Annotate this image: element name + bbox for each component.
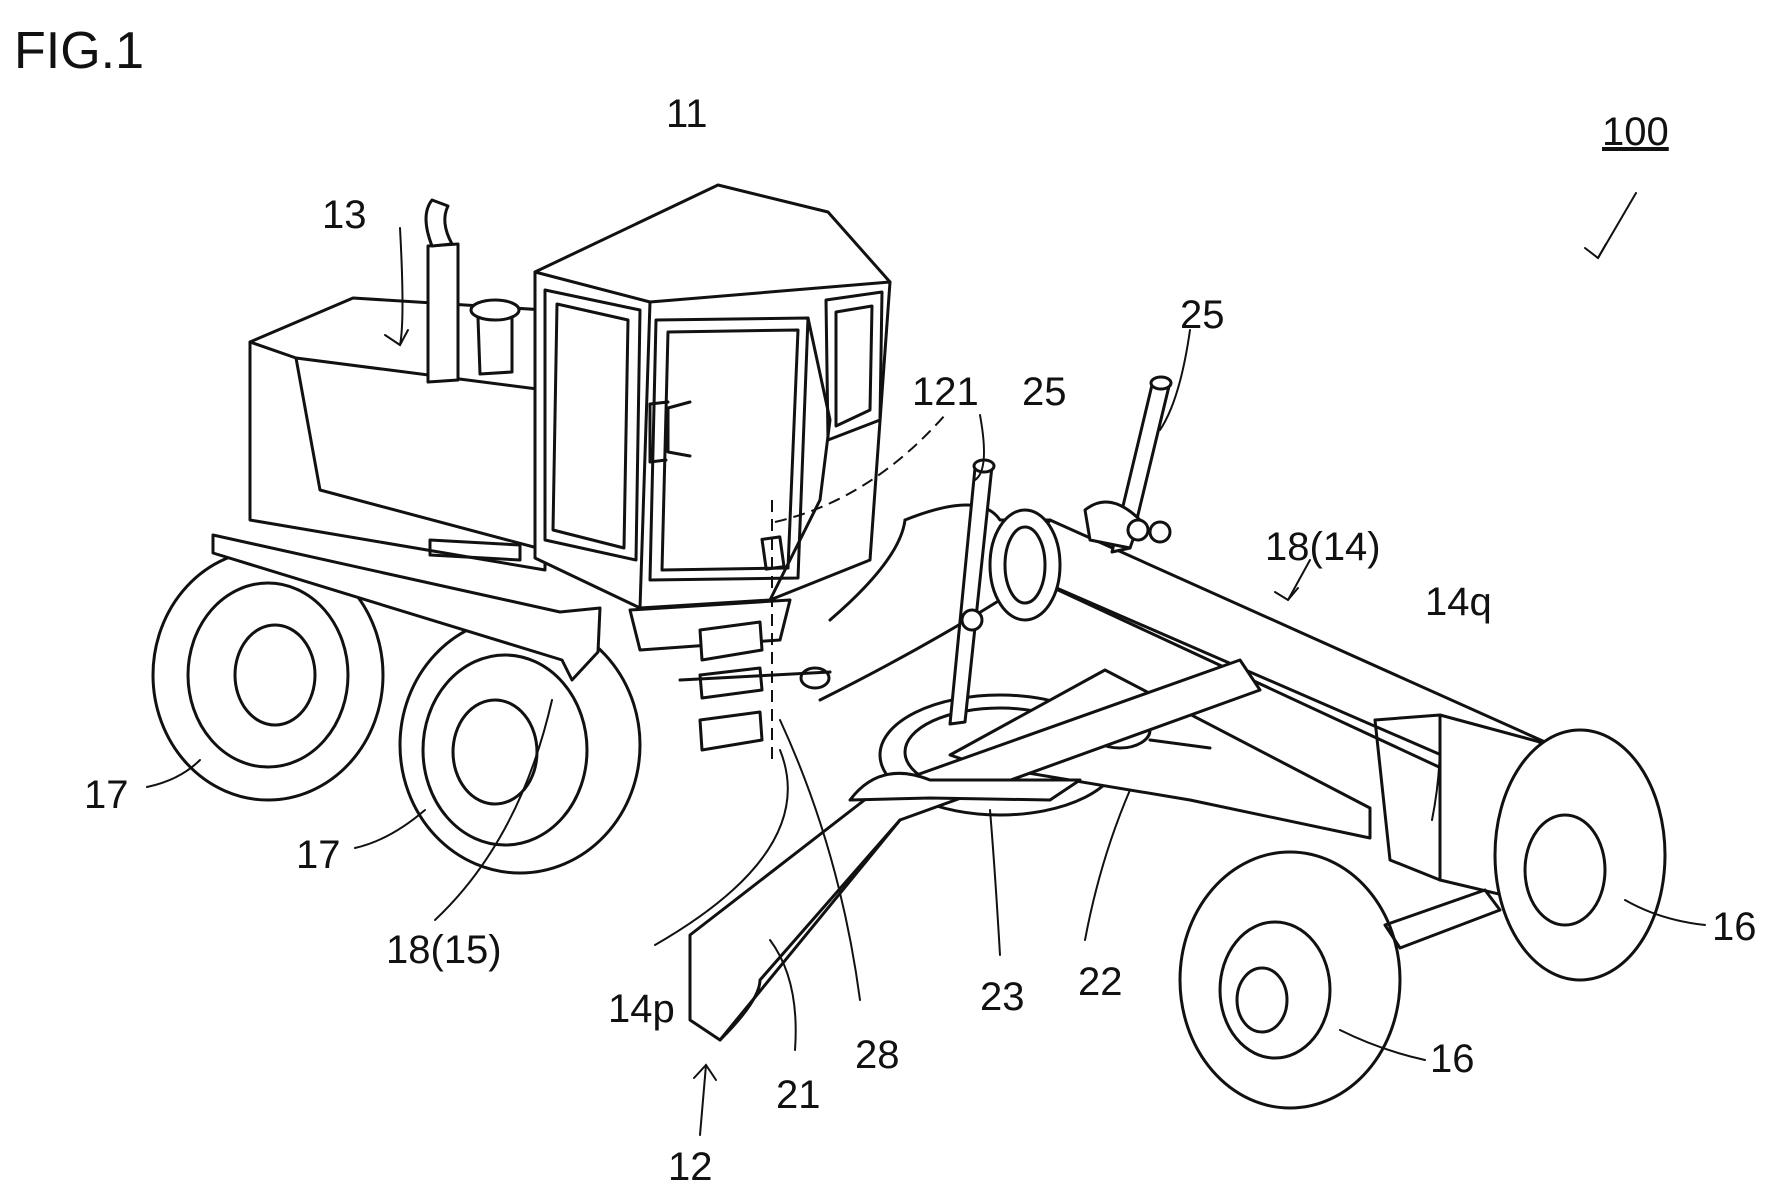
label-frame-rear-end: 14p xyxy=(608,987,675,1031)
front-wheel-front xyxy=(1180,852,1400,1108)
label-front-frame: 18(14) xyxy=(1265,525,1381,569)
label-rear-wheel-left: 17 xyxy=(84,773,129,817)
label-front-end: 14q xyxy=(1425,580,1492,624)
label-front-wheel-front: 16 xyxy=(1430,1037,1475,1081)
label-engine-room: 13 xyxy=(322,193,367,237)
lift-cylinder-left xyxy=(950,460,994,724)
label-circle: 23 xyxy=(980,975,1025,1019)
label-drawbar: 22 xyxy=(1078,960,1123,1004)
engine-room xyxy=(250,200,545,570)
front-axle xyxy=(1385,890,1500,948)
cab xyxy=(535,185,890,650)
label-cab: 11 xyxy=(666,92,708,136)
label-cylinder-right: 25 xyxy=(1180,293,1225,337)
label-work-implement: 12 xyxy=(668,1145,713,1189)
rear-wheel-right xyxy=(400,617,640,873)
label-rear-wheel-right: 17 xyxy=(296,833,341,877)
label-cylinder-left: 25 xyxy=(1022,370,1067,414)
label-front-wheel-rear: 16 xyxy=(1712,905,1757,949)
label-rear-frame: 18(15) xyxy=(386,928,502,972)
lift-cylinder-right xyxy=(1085,377,1171,552)
label-articulation: 28 xyxy=(855,1033,900,1077)
label-cab-part: 121 xyxy=(912,370,979,414)
ladder-steps xyxy=(680,622,830,750)
front-wheel-rear xyxy=(1495,730,1665,980)
label-machine: 100 xyxy=(1602,110,1669,154)
label-blade: 21 xyxy=(776,1073,821,1117)
figure-title: FIG.1 xyxy=(14,22,144,80)
